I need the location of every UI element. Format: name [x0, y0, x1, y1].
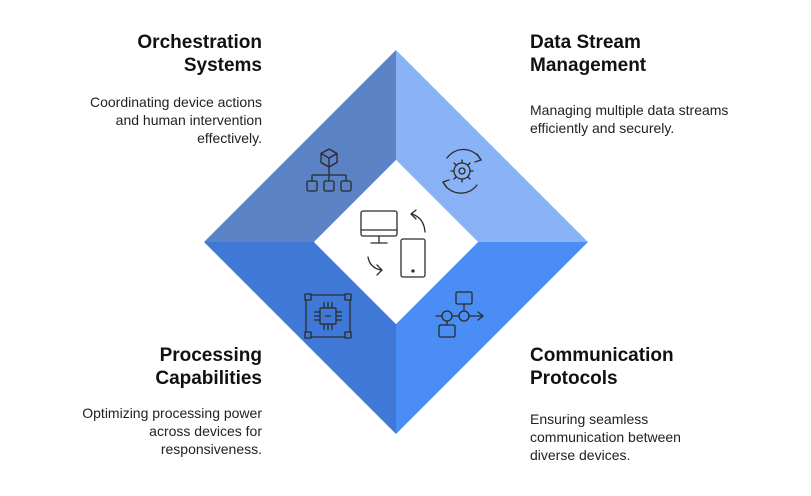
communication-title: Communication Protocols	[530, 345, 674, 389]
processing-title: Processing Capabilities	[155, 345, 262, 389]
quadrant-processing	[204, 242, 396, 434]
device-sync-icon	[360, 209, 426, 278]
processor-chip-icon	[304, 293, 352, 339]
data-stream-title: Data Stream Management	[530, 32, 647, 76]
orchestration-title: Orchestration Systems	[137, 32, 262, 76]
communication-description: Ensuring seamless communication between …	[530, 411, 681, 463]
orchestration-description: Coordinating device actions and human in…	[90, 94, 262, 146]
gear-cycle-icon	[442, 148, 482, 194]
quadrant-communication	[396, 242, 588, 434]
quadrant-data-stream	[396, 50, 588, 242]
hierarchy-icon	[306, 148, 352, 192]
processing-description: Optimizing processing power across devic…	[82, 405, 262, 457]
center-diamond	[314, 160, 478, 324]
data-stream-description: Managing multiple data streams efficient…	[530, 102, 729, 136]
quadrant-orchestration	[204, 50, 396, 242]
flowchart-icon	[435, 291, 484, 338]
